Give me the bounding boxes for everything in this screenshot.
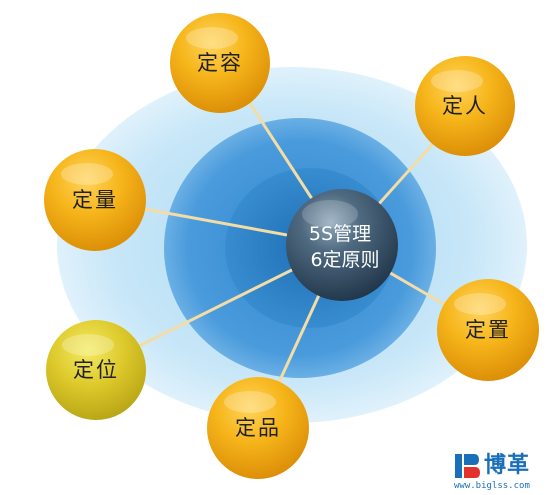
node-rong-highlight bbox=[186, 27, 238, 49]
center-sphere-highlight bbox=[302, 200, 358, 228]
node-ren-label: 定人 bbox=[442, 94, 488, 118]
node-rong-circle bbox=[170, 13, 270, 113]
center-subtitle: 6定原则 bbox=[310, 249, 379, 271]
node-wei-circle bbox=[46, 320, 146, 420]
node-rong: 定容 bbox=[170, 13, 270, 113]
company-logo: 博革 www.biglss.com bbox=[454, 452, 544, 492]
node-ren-highlight bbox=[431, 70, 483, 92]
logo-url: www.biglss.com bbox=[454, 481, 530, 491]
node-liang-highlight bbox=[61, 163, 113, 185]
node-zhi: 定置 bbox=[437, 279, 539, 381]
node-zhi-label: 定置 bbox=[465, 318, 511, 342]
node-wei-label: 定位 bbox=[73, 358, 119, 382]
node-liang-label: 定量 bbox=[72, 188, 118, 212]
node-liang-circle bbox=[44, 149, 146, 251]
node-pin-label: 定品 bbox=[235, 416, 281, 440]
node-wei: 定位 bbox=[46, 320, 146, 420]
center-sphere bbox=[286, 189, 398, 301]
node-liang: 定量 bbox=[44, 149, 146, 251]
node-zhi-circle bbox=[437, 279, 539, 381]
node-ren: 定人 bbox=[415, 56, 515, 156]
node-ren-circle bbox=[415, 56, 515, 156]
node-pin-highlight bbox=[224, 391, 276, 413]
center-title: 5S管理 bbox=[309, 223, 371, 245]
logo-name: 博革 bbox=[484, 453, 531, 478]
node-rong-label: 定容 bbox=[197, 51, 243, 75]
node-wei-highlight bbox=[62, 334, 114, 356]
logo-mark-icon bbox=[455, 454, 480, 478]
node-pin: 定品 bbox=[207, 377, 309, 479]
node-pin-circle bbox=[207, 377, 309, 479]
node-zhi-highlight bbox=[454, 293, 506, 315]
